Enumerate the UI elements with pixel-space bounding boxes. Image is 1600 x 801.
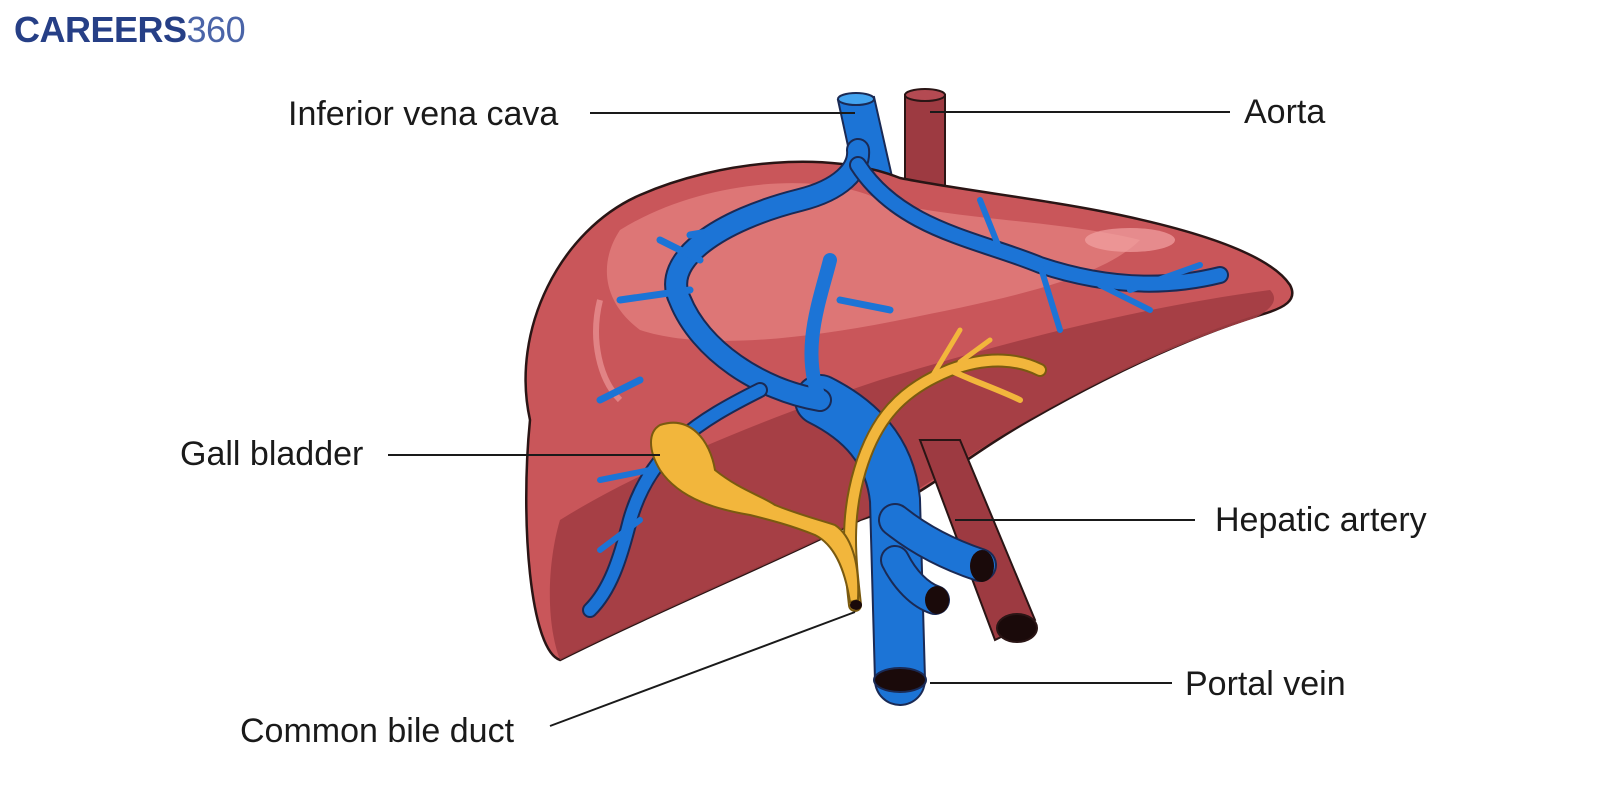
vein-branch-opening-2	[925, 586, 949, 614]
label-hepatic-artery: Hepatic artery	[1215, 501, 1427, 539]
hepatic-artery	[918, 439, 1038, 643]
label-common-bile-duct: Common bile duct	[240, 712, 515, 750]
bile-ducts	[843, 327, 1047, 612]
label-inferior-vena-cava: Inferior vena cava	[288, 95, 559, 133]
gall-bladder	[650, 421, 862, 610]
label-gall-bladder: Gall bladder	[180, 435, 364, 473]
logo-number: 360	[186, 9, 246, 50]
aorta	[904, 88, 946, 201]
portal-vein-opening	[873, 667, 927, 693]
vein-branch-opening	[970, 550, 994, 582]
careers360-logo: CAREERS360	[14, 9, 246, 50]
label-aorta: Aorta	[1244, 93, 1326, 131]
label-portal-vein: Portal vein	[1185, 665, 1346, 703]
leader-bile-duct	[549, 611, 856, 727]
leader-lines	[388, 111, 1230, 727]
logo-brand: CAREERS	[14, 9, 187, 50]
